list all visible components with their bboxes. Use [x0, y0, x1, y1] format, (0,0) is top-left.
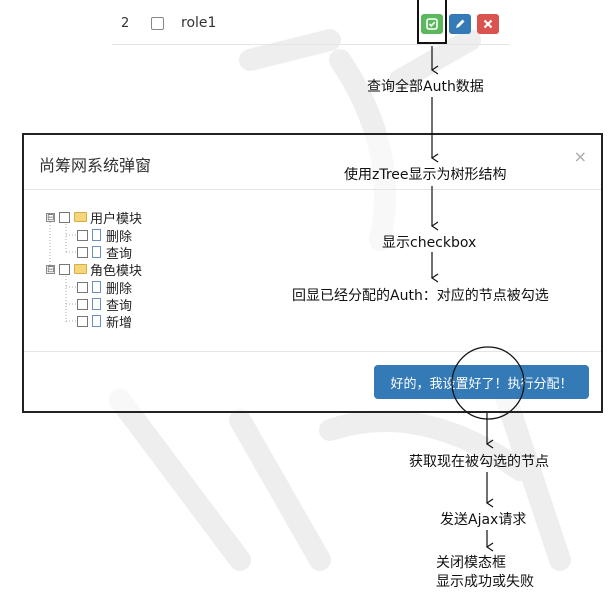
check-square-icon	[426, 18, 438, 30]
delete-button[interactable]	[477, 14, 499, 34]
tree-node-label: 删除	[106, 281, 133, 297]
tree-node-user-query[interactable]: 查询	[77, 244, 133, 262]
tree-node-role-add[interactable]: 新增	[77, 313, 133, 331]
tree-checkbox[interactable]	[77, 246, 88, 258]
row-number: 2	[121, 16, 130, 31]
tree-node-label: 查询	[106, 298, 133, 314]
tree-node-label: 查询	[106, 246, 133, 262]
step-close-modal: 关闭模态框	[436, 555, 506, 571]
tree-checkbox[interactable]	[77, 298, 88, 310]
times-icon	[483, 19, 493, 29]
step-query-auth: 查询全部Auth数据	[367, 79, 484, 95]
tree-node-user-module[interactable]: ⊟ 用户模块	[46, 209, 143, 227]
role-name: role1	[181, 15, 217, 31]
tree-node-label: 用户模块	[90, 211, 143, 227]
folder-icon	[74, 264, 87, 274]
tree-node-role-delete[interactable]: 删除	[77, 279, 133, 297]
file-icon	[92, 315, 101, 327]
step-echo-assigned: 回显已经分配的Auth：对应的节点被勾选	[292, 288, 549, 304]
step-ztree: 使用zTree显示为树形结构	[344, 167, 507, 183]
edit-button[interactable]	[449, 14, 471, 34]
highlight-box	[417, 0, 447, 44]
tree-checkbox[interactable]	[59, 263, 70, 275]
step-send-ajax: 发送Ajax请求	[440, 512, 527, 528]
tree-node-label: 角色模块	[90, 263, 143, 279]
tree-checkbox[interactable]	[77, 315, 88, 327]
tree-node-role-module[interactable]: ⊟ 角色模块	[46, 261, 143, 279]
close-icon[interactable]: ×	[573, 147, 587, 166]
tree-node-role-query[interactable]: 查询	[77, 296, 133, 314]
tree-node-label: 新增	[106, 315, 133, 331]
folder-icon	[74, 212, 87, 222]
pencil-icon	[456, 19, 465, 28]
step-show-result: 显示成功或失败	[436, 574, 534, 590]
tree-checkbox[interactable]	[59, 211, 70, 223]
collapse-toggle[interactable]: ⊟	[46, 264, 55, 275]
step-get-checked: 获取现在被勾选的节点	[409, 454, 549, 470]
file-icon	[92, 229, 101, 241]
step-checkbox: 显示checkbox	[382, 235, 477, 251]
file-icon	[92, 298, 101, 310]
row-checkbox[interactable]	[151, 17, 164, 30]
tree-node-user-delete[interactable]: 删除	[77, 227, 133, 245]
modal-header-divider	[24, 189, 601, 190]
tree-checkbox[interactable]	[77, 281, 88, 293]
assign-submit-button[interactable]: 好的，我设置好了！执行分配！	[374, 365, 589, 399]
modal-title: 尚筹网系统弹窗	[39, 156, 152, 175]
collapse-toggle[interactable]: ⊟	[46, 212, 55, 223]
file-icon	[92, 246, 101, 258]
file-icon	[92, 281, 101, 293]
tree-checkbox[interactable]	[77, 229, 88, 241]
table-row-divider	[112, 44, 510, 45]
tree-node-label: 删除	[106, 229, 133, 245]
assign-auth-button[interactable]	[421, 14, 443, 34]
modal-footer-divider	[24, 351, 601, 352]
